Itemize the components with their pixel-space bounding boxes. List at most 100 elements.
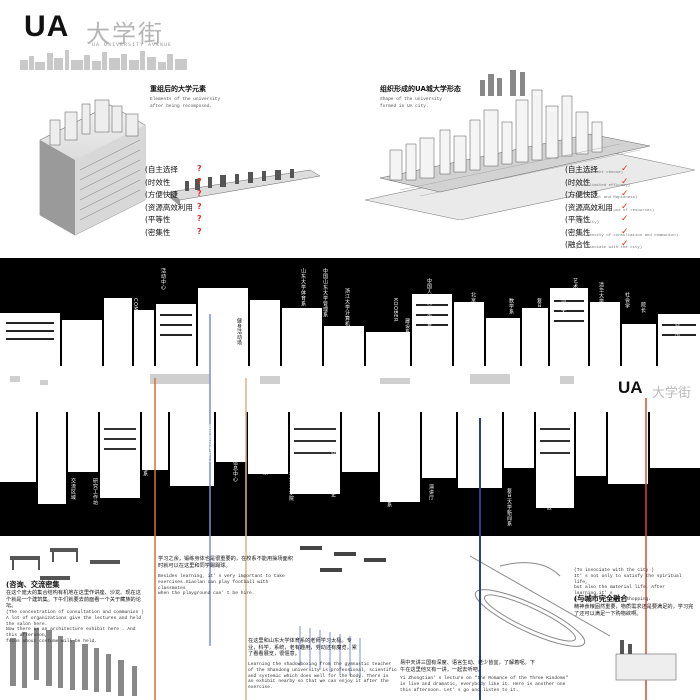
building-label: 健身活动场 (236, 318, 242, 346)
consultation-heading: (咨询、交流密集 (6, 580, 60, 589)
building-label: 活动广场 (636, 442, 642, 464)
building-label: 浙大建筑系 (262, 448, 268, 476)
left-criterion: (平等性? (145, 214, 202, 227)
checkmark-icon: ✓ (621, 189, 629, 199)
left-criterion: (时效性? (145, 177, 202, 190)
building-label: 复旦大学 (536, 298, 542, 320)
building-label: 院长 (640, 302, 646, 313)
left-criterion: (密集性? (145, 227, 202, 240)
criterion-label: (资源高效利用 (145, 202, 193, 212)
checkmark-icon: ✓ (621, 239, 629, 249)
building-label: COMMON DISCOURSE (132, 298, 138, 361)
question-mark-icon: ? (197, 189, 202, 198)
building-label: 浙江大学计算机系 (344, 288, 350, 332)
right-criterion: (方便快捷 ✓(Convenient and Rapidness) (565, 189, 637, 202)
university-avenue-small-logo: 大学街 (652, 386, 692, 401)
building-label: 演讲厅 (428, 484, 434, 501)
building-label: 北京大学中文系 (470, 292, 476, 331)
city-section-panorama: 活动中心 COMMON DISCOURSE 健身活动场 山东大学体育系 中国山东… (0, 258, 700, 536)
left-section-subtitle-1: Elements of the university (150, 97, 221, 102)
section-elevation-drawing (0, 288, 700, 536)
recomposed-elements-section: 重组后的大学元素 Elements of the university afte… (20, 60, 370, 260)
checkmark-icon: ✓ (621, 214, 629, 224)
criterion-label: (自主选择 (565, 165, 598, 174)
criterion-label: (资源高效利用 (565, 202, 613, 212)
building-label: 中国人民大学法律系 (426, 278, 432, 328)
building-label: 数学系 (508, 298, 514, 315)
left-criteria-list: (自主选择? (时效性? (方便快捷? (资源高效利用? (平等性? (密集性? (145, 164, 202, 240)
building-label: 北京大学讲堂 (484, 448, 490, 481)
right-criterion: (融合性 ✓(To insociate with the city) (565, 239, 642, 252)
criterion-label: (融合性 (565, 240, 591, 249)
building-label: 图书馆文件中心 (206, 424, 212, 463)
activity-vignettes: (咨询、交流密集 在这个庞大的集合结构有机地在这里作讲座、沙龙、现在这个就是一个… (0, 536, 700, 700)
building-label: 山东大学体育系 (300, 268, 306, 307)
building-label: 复旦大学新闻系 (506, 488, 512, 527)
left-section-subtitle-2: after being recomposed. (150, 104, 213, 109)
criterion-label: (方便快捷 (565, 190, 598, 199)
city-heading: (与城市完全融合 (574, 594, 628, 603)
shandong-text-cn: 在这里和山东大学体育系的老师学习太极。专业，科学，系统，老有趣用，劳动还有魔览，… (248, 638, 357, 658)
building-label: 活动中心 (160, 268, 166, 290)
ua-logo: UA (24, 10, 70, 43)
building-label: 交流区域 (70, 478, 76, 500)
building-label: 社会学 (624, 292, 630, 309)
right-section-title: 组织形成的UA城大学形态 (380, 85, 461, 93)
logo-skyline-icon (20, 50, 187, 70)
checkmark-icon: ✓ (621, 201, 629, 212)
left-criterion: (方便快捷? (145, 189, 202, 202)
ua-city-form-section: 组织形成的UA城大学形态 Shape of the university for… (360, 60, 700, 260)
building-label: KOOBER (392, 298, 398, 322)
building-label: 清华大学 (598, 282, 604, 304)
right-criterion: (平等性 ✓ (Equality) (565, 214, 629, 227)
right-criteria-list: (自主选择✓(Independent choose) (时效性✓(Time-li… (565, 164, 678, 252)
consultation-text-cn: 在这个庞大的集合结构有机地在这里作讲座、沙龙、现在这个就是一个建筑集。下午们就要… (6, 590, 141, 610)
criterion-label: (方便快捷 (145, 190, 178, 199)
checkmark-icon: ✓ (621, 176, 629, 187)
right-criterion: (密集性✓(The density of consultation and co… (565, 227, 678, 240)
criterion-note: (Time-limited efficacy) (575, 183, 631, 188)
building-label: 美国南加州大学 (674, 320, 680, 359)
criterion-note: (Convenient and Rapidness) (575, 196, 638, 200)
building-label: 国际信息中心 (28, 446, 34, 479)
criterion-label: (平等性 (565, 215, 591, 224)
left-section-title: 重组后的大学元素 (150, 85, 206, 93)
city-text-cn: 精神食粮固然重要，物质需求还是要满足的，学习完了还可以满足一下购物欲啊。 (574, 604, 694, 617)
criterion-note: (The efficiency use of resources) (575, 208, 655, 213)
building-label: 中国山东大学管理系 (322, 268, 328, 318)
university-avenue-logo: 大学街 (86, 20, 164, 48)
building-label: 网络综合信息中心 (232, 438, 238, 482)
checkmark-icon: ✓ (621, 164, 629, 174)
consultation-text-en: (The concentration of consultation and c… (6, 610, 144, 644)
activity-illustrations (10, 536, 677, 700)
building-label: 广东大学历史系 (408, 458, 414, 497)
criterion-label: (平等性 (145, 215, 171, 224)
criterion-label: (自主选择 (145, 165, 178, 174)
study-text-cn: 学习之余，锻练身体也是很重要的，在校系不能用操场面积时就可以在这里和同学踢踢球。 (158, 556, 293, 569)
city-text-en: (To insociate with the city ) It' s not … (574, 568, 682, 602)
left-criterion: (自主选择? (145, 164, 202, 177)
checkmark-icon: ✓ (621, 226, 629, 237)
ua-small-logo: UA (618, 378, 643, 397)
lecture-text-en: Yi Zhongtian' s lecture on "the Romance … (400, 676, 569, 693)
question-mark-icon: ? (197, 164, 202, 173)
criterion-label: (时效性 (145, 177, 171, 187)
criterion-note: (Equality) (575, 221, 600, 225)
criterion-note: (Independent choose) (575, 171, 624, 175)
building-label: 清华大学物理系 (142, 438, 148, 477)
question-mark-icon: ? (197, 226, 202, 236)
logo-subtitle: UA UNIVERSITY AVENUE (92, 42, 173, 48)
criterion-label: (密集性 (145, 227, 171, 237)
right-criterion: (时效性✓(Time-limited efficacy) (565, 177, 630, 190)
lecture-text-cn: 易中天讲三国有深度、语言生动、老少皆宜，了解着呢。下午在这里他又有一讲，一起去听… (400, 660, 535, 673)
right-criterion: (自主选择 ✓(Independent choose) (565, 164, 629, 177)
question-mark-icon: ? (197, 176, 202, 186)
criterion-label: (密集性 (565, 227, 591, 237)
question-mark-icon: ? (197, 214, 202, 223)
building-label: 第二课堂活动区 (546, 472, 552, 511)
left-criterion: (资源高效利用? (145, 202, 202, 215)
right-section-subtitle-1: Shape of the university (380, 97, 443, 102)
building-label: 艺术学 (572, 278, 578, 295)
criterion-note: (To insociate with the city) (575, 246, 643, 250)
